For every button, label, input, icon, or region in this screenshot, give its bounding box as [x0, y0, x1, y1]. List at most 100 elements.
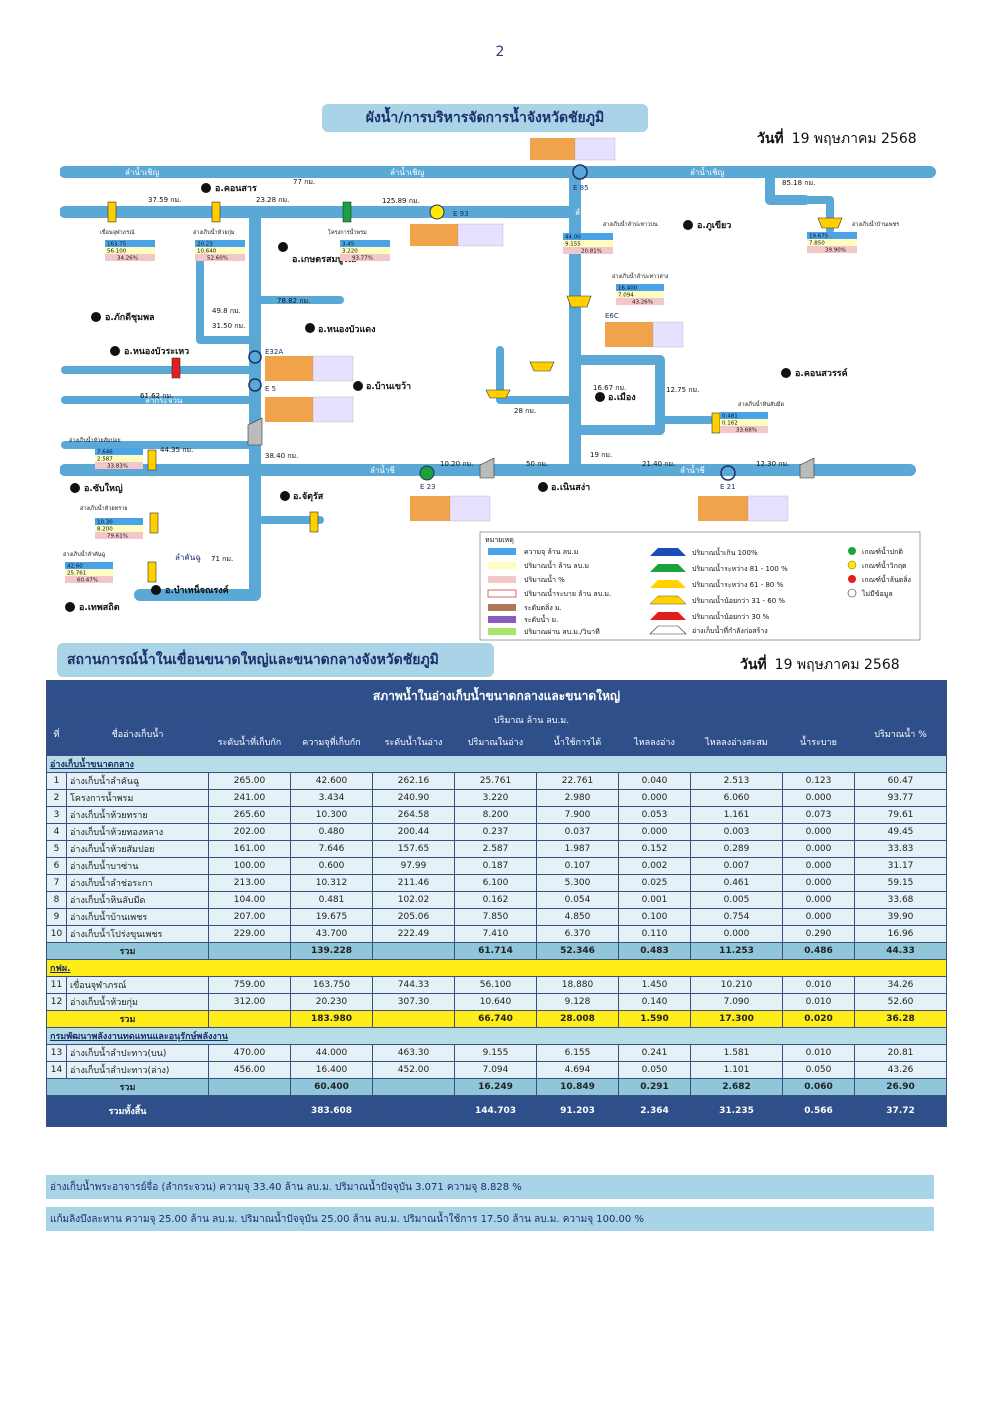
col-header-crest: ระดับน้ำที่เก็บกัก	[208, 728, 291, 756]
subtotal-volume: 16.249	[454, 1078, 537, 1096]
dam-marker-huai-thonglang	[309, 511, 319, 533]
col-header-inflow: ไหลลงอ่าง	[618, 728, 691, 756]
svg-text:ปริมาณน้ำน้อยกว่า 30 %: ปริมาณน้ำน้อยกว่า 30 %	[692, 610, 770, 621]
table-cell: 0.054	[536, 891, 619, 909]
dam-marker-lam-khan	[147, 561, 157, 583]
table-title: สภาพน้ำในอ่างเก็บน้ำขนาดกลางและขนาดใหญ่	[45, 680, 948, 712]
distance-labels: 77 กม. 37.59 กม. 23.28 กม. 125.89 กม. 85…	[140, 178, 815, 563]
table-cell: 2.587	[454, 840, 537, 858]
district-label-14: อ.คอนสวรรค์	[795, 367, 848, 379]
diagram-date-value: 19 พฤษภาคม 2568	[791, 131, 917, 147]
group-header-row: อ่างเก็บน้ำขนาดกลาง	[45, 755, 948, 773]
subtotal-release: 0.486	[782, 942, 855, 960]
table-cell: 265.60	[208, 806, 291, 824]
table-cell: 19.675	[290, 908, 373, 926]
subtotal-volume: 66.740	[454, 1010, 537, 1028]
table-cell: 0.002	[618, 857, 691, 875]
table-cell: 0.000	[618, 789, 691, 807]
table-cell: 1.987	[536, 840, 619, 858]
river-label-chi-top-1: ลำน้ำเชิญ	[125, 166, 160, 177]
svg-text:ปริมาณน้ำระบาย ล้าน ลบ.ม.: ปริมาณน้ำระบาย ล้าน ลบ.ม.	[524, 587, 611, 598]
subtotal-accum: 17.300	[690, 1010, 783, 1028]
reservoir-name: อ่างเก็บน้ำบ้านเพชร	[852, 220, 899, 228]
group-label: กรมพัฒนาพลังงานทดแทนและอนุรักษ์พลังงาน	[45, 1027, 948, 1045]
table-cell: 744.33	[372, 976, 455, 994]
reservoir-name: อ่างเก็บน้ำหินลับมีด	[738, 400, 784, 408]
reservoir-box-nam-phrom: โครงการน้ำพรม 3.45 3.220 93.77%	[328, 228, 390, 262]
dam-marker-pathao-lower	[566, 295, 592, 308]
reservoir-name-cell: อ่างเก็บน้ำโปร่งขุนเพชร	[66, 925, 209, 943]
diagram-date-label: วันที่	[757, 131, 784, 147]
table-cell: 2	[46, 789, 67, 807]
distance-label-19: 19 กม.	[590, 451, 612, 459]
diagram-date: วันที่ 19 พฤษภาคม 2568	[757, 128, 917, 150]
dam-marker-huai-sai	[149, 512, 159, 534]
table-cell: 0.000	[782, 857, 855, 875]
reservoir-name-cell: อ่างเก็บน้ำบ้านเพชร	[66, 908, 209, 926]
page-number: 2	[495, 44, 505, 60]
reservoir-name: อ่างเก็บน้ำลำปะทาวบน	[603, 220, 658, 228]
table-cell: 262.16	[372, 772, 455, 790]
table-cell: 0.025	[618, 874, 691, 892]
subtotal-percent: 26.90	[853, 1078, 948, 1096]
table-cell: 56.100	[454, 976, 537, 994]
col-header-level: ระดับน้ำในอ่าง	[372, 728, 455, 756]
table-cell: 0.000	[782, 874, 855, 892]
reservoir-percent: 20.81%	[581, 249, 602, 255]
reservoir-volume: 56.100	[107, 249, 127, 255]
svg-text:เกณฑ์น้ำปกติ: เกณฑ์น้ำปกติ	[862, 545, 903, 556]
reservoir-name-cell: อ่างเก็บน้ำบาซ่าน	[66, 857, 209, 875]
reservoir-volume: 25.761	[67, 571, 86, 577]
table-cell: 200.44	[372, 823, 455, 841]
station-label-e21: E 21	[720, 483, 736, 491]
table-cell: 7.090	[690, 993, 783, 1011]
river-label-chi-bottom-2: ลำน้ำชี	[680, 464, 705, 475]
district-markers	[65, 183, 791, 612]
table-cell: 7.850	[454, 908, 537, 926]
legend-middle: ปริมาณน้ำเกิน 100% ปริมาณน้ำระหว่าง 81 -…	[649, 546, 788, 635]
table-cell: 18.880	[536, 976, 619, 994]
station-info-boxes	[265, 137, 789, 522]
reservoir-name: เขื่อนจุฬาภรณ์	[100, 228, 134, 236]
legend-title: หมายเหตุ	[485, 536, 514, 544]
table-cell: 0.140	[618, 993, 691, 1011]
reservoir-capacity: 20.23	[197, 242, 213, 248]
reservoir-percent: 43.26%	[632, 300, 653, 306]
grand-total-usable: 91.203	[536, 1095, 619, 1127]
reservoir-box-huai-kum: อ่างเก็บน้ำห้วยกุ่ม 20.23 10.640 52.60%	[193, 228, 245, 262]
table-cell: 16.400	[290, 1061, 373, 1079]
table-cell: 60.47	[853, 772, 948, 790]
table-cell: 33.83	[853, 840, 948, 858]
reservoir-volume: 9.155	[565, 242, 581, 248]
table-cell: 7.900	[536, 806, 619, 824]
reservoir-capacity: 44.00	[565, 235, 581, 241]
col-header-accum: ไหลลงอ่างสะสม	[690, 728, 783, 756]
distance-label-8: 31.50 กม.	[212, 322, 245, 330]
subtotal-percent: 44.33	[853, 942, 948, 960]
table-cell: 52.60	[853, 993, 948, 1011]
station-label-e5: E 5	[265, 385, 276, 393]
table-cell: 22.761	[536, 772, 619, 790]
group-header-row: กรมพัฒนาพลังงานทดแทนและอนุรักษ์พลังงาน	[45, 1027, 948, 1045]
subtotal-label: รวม	[46, 1078, 209, 1096]
gauge-stations	[248, 164, 736, 481]
table-cell: 104.00	[208, 891, 291, 909]
reservoir-name-cell: อ่างเก็บน้ำห้วยสัมปอย	[66, 840, 209, 858]
svg-text:ปริมาณน้ำเกิน 100%: ปริมาณน้ำเกิน 100%	[692, 546, 758, 557]
grand-total-label: รวมทั้งสิ้น	[46, 1095, 209, 1127]
empty-cell	[208, 1095, 291, 1127]
table-cell: 42.600	[290, 772, 373, 790]
table-cell: 463.30	[372, 1044, 455, 1062]
table-cell: 452.00	[372, 1061, 455, 1079]
col-header-usable: น้ำใช้การได้	[536, 728, 619, 756]
table-cell: 25.761	[454, 772, 537, 790]
reservoir-capacity: 163.75	[107, 242, 127, 248]
table-cell: 0.100	[618, 908, 691, 926]
table-cell: 240.90	[372, 789, 455, 807]
reservoir-name: อ่างเก็บน้ำห้วยทราย	[80, 504, 127, 512]
